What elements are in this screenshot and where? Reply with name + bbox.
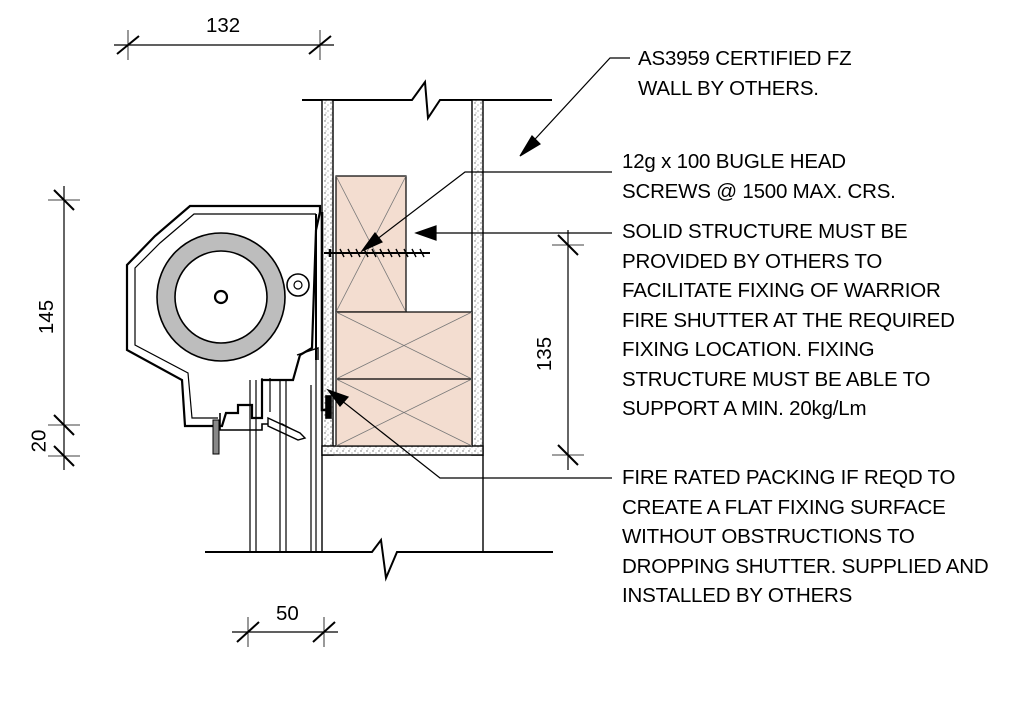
bottom-break-line xyxy=(205,537,553,582)
right-render-layer xyxy=(471,99,484,456)
bugle-screw xyxy=(324,248,430,258)
dim-50-label: 50 xyxy=(276,602,299,625)
timber-framing xyxy=(335,175,473,447)
leaders xyxy=(326,57,630,479)
dim-135-label: 135 xyxy=(533,336,557,372)
wall xyxy=(205,79,553,582)
dim-145-label: 145 xyxy=(35,299,59,335)
packing-leader xyxy=(331,392,612,479)
bottom-render-layer xyxy=(321,445,484,456)
note-bugle-screws: 12g x 100 BUGLE HEAD SCREWS @ 1500 MAX. … xyxy=(622,150,896,203)
note-fire-packing: FIRE RATED PACKING IF REQD TO CREATE A F… xyxy=(622,466,989,607)
note-solid-structure: SOLID STRUCTURE MUST BE PROVIDED BY OTHE… xyxy=(622,220,955,420)
fz-wall-leader xyxy=(524,57,630,151)
shutter-housing xyxy=(125,204,332,552)
dim-20-label: 20 xyxy=(27,429,51,453)
fire-packing xyxy=(325,395,332,419)
dimension-lines xyxy=(48,30,584,647)
drum-axle xyxy=(213,289,229,305)
note-fz-wall: AS3959 CERTIFIED FZ WALL BY OTHERS. xyxy=(638,47,852,100)
screws-leader xyxy=(367,171,612,247)
top-break-line xyxy=(302,79,552,121)
hood-outline xyxy=(125,204,322,428)
dim-132-label: 132 xyxy=(206,14,241,37)
